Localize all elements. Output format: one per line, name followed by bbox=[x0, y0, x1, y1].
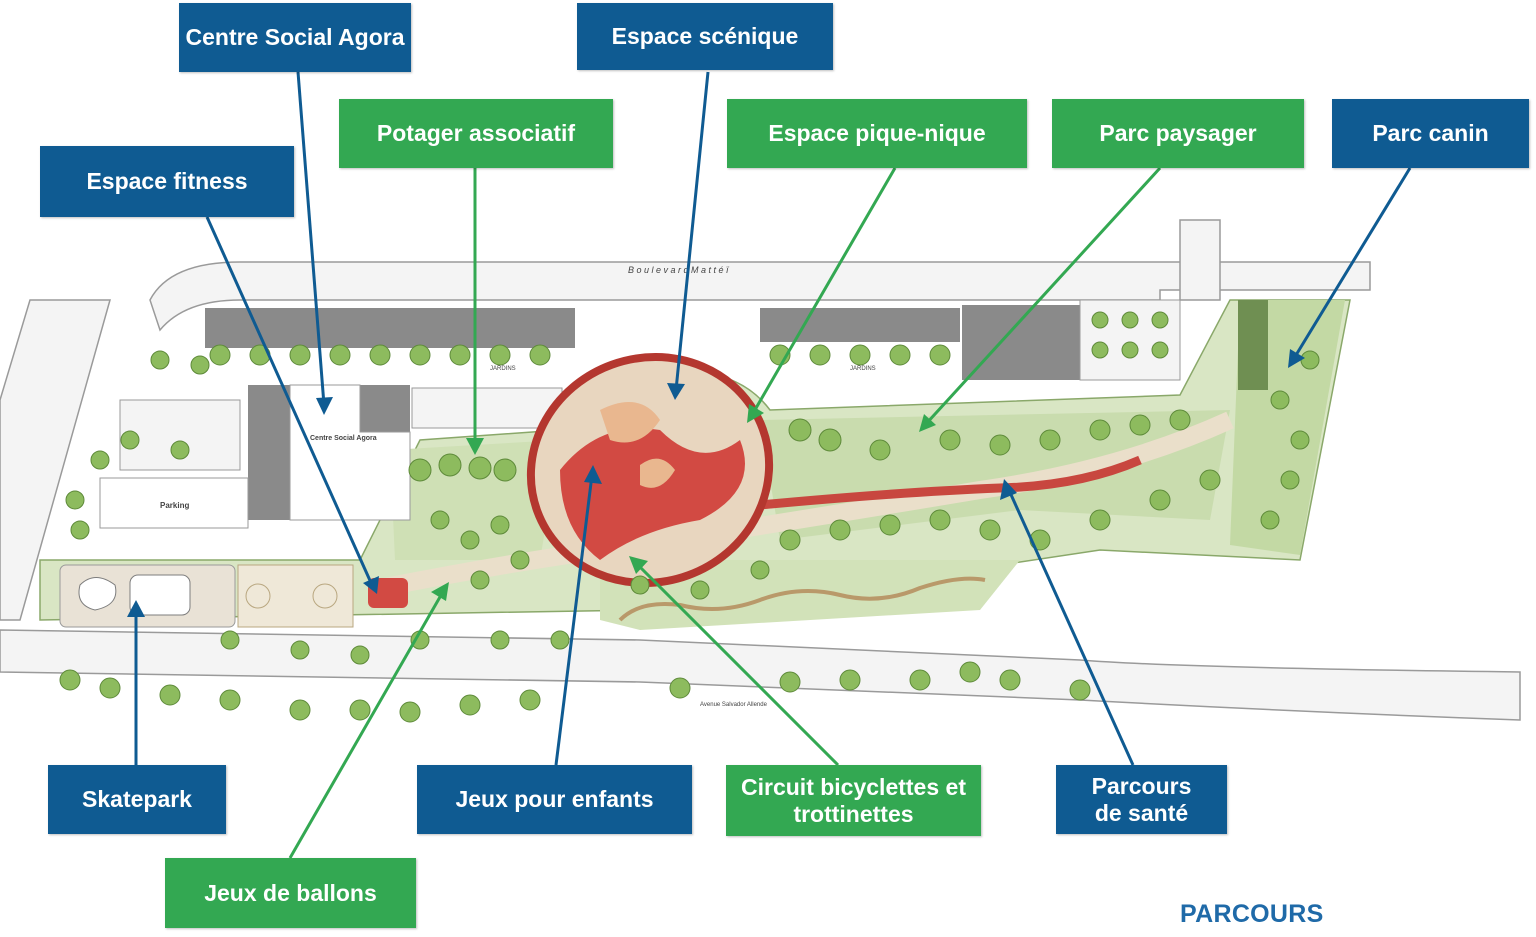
arrow-circuit bbox=[629, 556, 648, 574]
label-potager: Potager associatif bbox=[339, 99, 613, 168]
arrow-fitness bbox=[363, 576, 379, 594]
skatepark-area bbox=[59, 564, 354, 628]
label-centre-social: Centre Social Agora bbox=[179, 3, 411, 72]
building-text: Centre Social Agora bbox=[310, 435, 377, 442]
leader-lines bbox=[134, 71, 1412, 859]
label-skatepark: Skatepark bbox=[48, 765, 226, 834]
line-parcours-sante bbox=[1006, 487, 1135, 766]
arrow-parc-canin bbox=[1288, 349, 1305, 368]
light-buildings bbox=[99, 299, 1181, 529]
label-jeux-enfants: Jeux pour enfants bbox=[417, 765, 692, 834]
arrow-jeux-ballons bbox=[431, 582, 449, 601]
street-top-text: B o u l e v a r d M a t t é ï bbox=[628, 265, 730, 275]
roads bbox=[0, 219, 1521, 721]
line-jeux-ballons bbox=[288, 589, 446, 859]
trees bbox=[59, 311, 1320, 723]
arrow-pique-nique bbox=[747, 404, 764, 423]
line-parc-paysager bbox=[923, 166, 1162, 427]
jardins-text-left: JARDINS bbox=[490, 366, 516, 372]
line-circuit bbox=[634, 561, 840, 767]
arrow-parc-paysager bbox=[919, 414, 936, 432]
arrow-espace-scenique bbox=[667, 383, 685, 400]
central-oval bbox=[526, 353, 774, 587]
parking-text: Parking bbox=[160, 501, 189, 510]
arrowheads bbox=[127, 349, 1305, 617]
line-fitness bbox=[205, 216, 374, 586]
line-espace-scenique bbox=[674, 71, 710, 391]
line-pique-nique bbox=[750, 167, 897, 416]
arrow-potager bbox=[466, 438, 484, 455]
label-circuit: Circuit bicyclettes et trottinettes bbox=[726, 765, 981, 836]
label-parcours-sante: Parcours de santé bbox=[1056, 765, 1227, 834]
buildings bbox=[205, 300, 1268, 520]
label-pique-nique: Espace pique-nique bbox=[727, 99, 1027, 168]
fitness-area bbox=[368, 578, 408, 608]
street-bottom-text: Avenue Salvador Allende bbox=[700, 702, 768, 708]
line-parc-canin bbox=[1291, 167, 1412, 361]
arrow-centre-social bbox=[316, 397, 333, 415]
label-espace-fitness: Espace fitness bbox=[40, 146, 294, 217]
arrow-parcours-sante bbox=[1000, 479, 1017, 500]
label-parc-canin: Parc canin bbox=[1332, 99, 1529, 168]
line-jeux-enfants bbox=[554, 474, 594, 766]
line-centre-social bbox=[296, 71, 326, 406]
footer-title: PARCOURS bbox=[1180, 900, 1324, 928]
label-parc-paysager: Parc paysager bbox=[1052, 99, 1304, 168]
jardins-text-right: JARDINS bbox=[850, 366, 876, 372]
label-jeux-ballons: Jeux de ballons bbox=[165, 858, 416, 928]
arrow-skatepark bbox=[127, 600, 145, 617]
sante-track bbox=[759, 455, 1142, 510]
label-espace-scenique: Espace scénique bbox=[577, 3, 833, 70]
arrow-jeux-enfants bbox=[584, 465, 602, 484]
